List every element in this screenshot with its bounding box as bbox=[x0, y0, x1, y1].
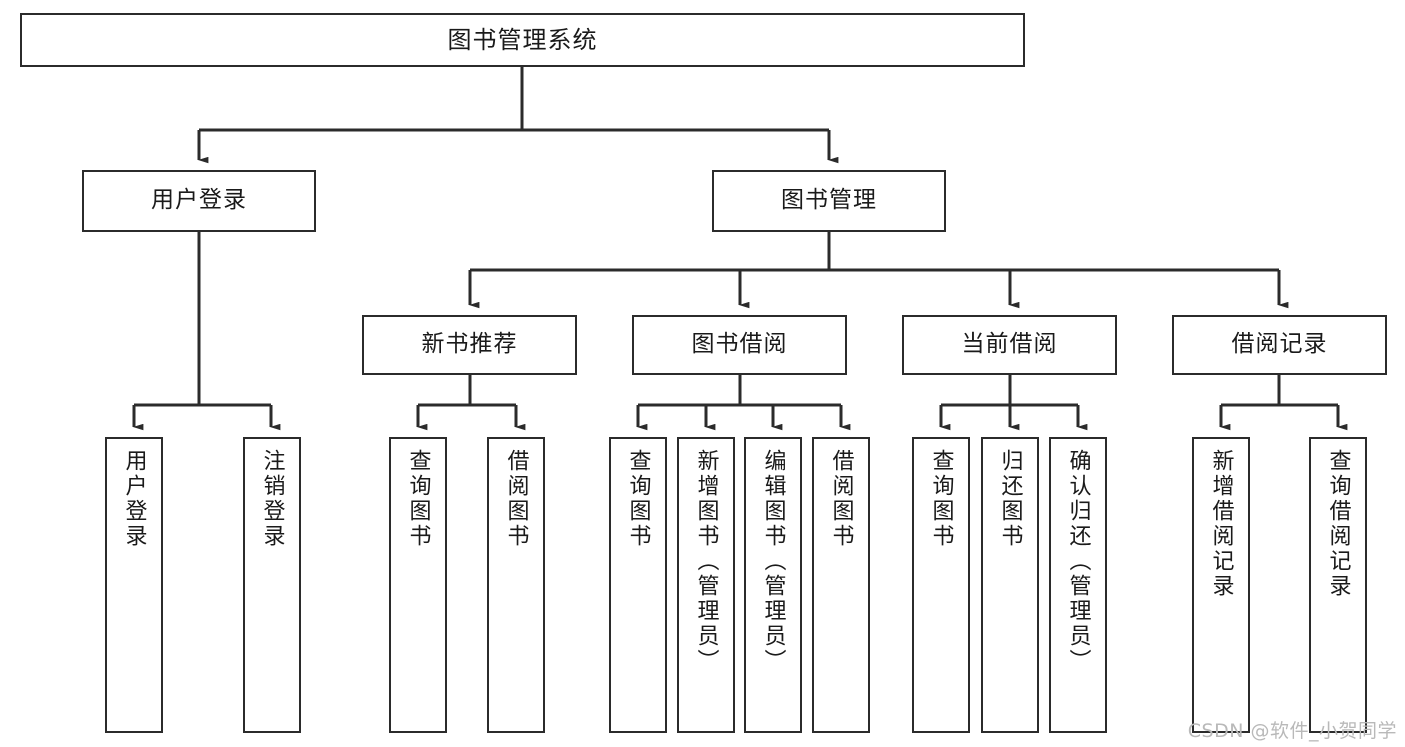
node-new-book-recommend[interactable]: 新书推荐 bbox=[362, 315, 577, 375]
leaf-label: 编辑图书（管理员） bbox=[760, 449, 786, 674]
leaf-node-borrow-book-recommend[interactable]: 借阅图书 bbox=[487, 437, 545, 733]
leaf-node-confirm-return-admin[interactable]: 确认归还（管理员） bbox=[1049, 437, 1107, 733]
leaf-label: 注销登录 bbox=[259, 449, 285, 549]
leaf-node-query-book-borrow[interactable]: 查询图书 bbox=[609, 437, 667, 733]
leaf-label: 用户登录 bbox=[121, 449, 147, 549]
leaf-label: 新增借阅记录 bbox=[1208, 449, 1234, 599]
leaf-label: 新增图书（管理员） bbox=[693, 449, 719, 674]
leaf-label: 查询图书 bbox=[928, 449, 954, 549]
leaf-node-logout-login[interactable]: 注销登录 bbox=[243, 437, 301, 733]
node-current-borrow[interactable]: 当前借阅 bbox=[902, 315, 1117, 375]
leaf-label: 查询图书 bbox=[405, 449, 431, 549]
leaf-node-query-borrow-record[interactable]: 查询借阅记录 bbox=[1309, 437, 1367, 733]
leaf-label: 借阅图书 bbox=[828, 449, 854, 549]
leaf-node-add-book-admin[interactable]: 新增图书（管理员） bbox=[677, 437, 735, 733]
leaf-label: 确认归还（管理员） bbox=[1065, 449, 1091, 674]
leaf-label: 归还图书 bbox=[997, 449, 1023, 549]
leaf-node-borrow-book[interactable]: 借阅图书 bbox=[812, 437, 870, 733]
leaf-node-query-book-recommend[interactable]: 查询图书 bbox=[389, 437, 447, 733]
watermark-text: CSDN @软件_小贺同学 bbox=[1187, 720, 1397, 742]
leaf-node-edit-book-admin[interactable]: 编辑图书（管理员） bbox=[744, 437, 802, 733]
leaf-label: 查询图书 bbox=[625, 449, 651, 549]
node-borrow-record[interactable]: 借阅记录 bbox=[1172, 315, 1387, 375]
leaf-node-user-login[interactable]: 用户登录 bbox=[105, 437, 163, 733]
node-user-login[interactable]: 用户登录 bbox=[82, 170, 316, 232]
node-root-system[interactable]: 图书管理系统 bbox=[20, 13, 1025, 67]
leaf-node-query-book-current[interactable]: 查询图书 bbox=[912, 437, 970, 733]
node-book-management[interactable]: 图书管理 bbox=[712, 170, 946, 232]
leaf-node-add-borrow-record[interactable]: 新增借阅记录 bbox=[1192, 437, 1250, 733]
leaf-label: 借阅图书 bbox=[503, 449, 529, 549]
leaf-node-return-book[interactable]: 归还图书 bbox=[981, 437, 1039, 733]
node-book-borrow[interactable]: 图书借阅 bbox=[632, 315, 847, 375]
leaf-label: 查询借阅记录 bbox=[1325, 449, 1351, 599]
